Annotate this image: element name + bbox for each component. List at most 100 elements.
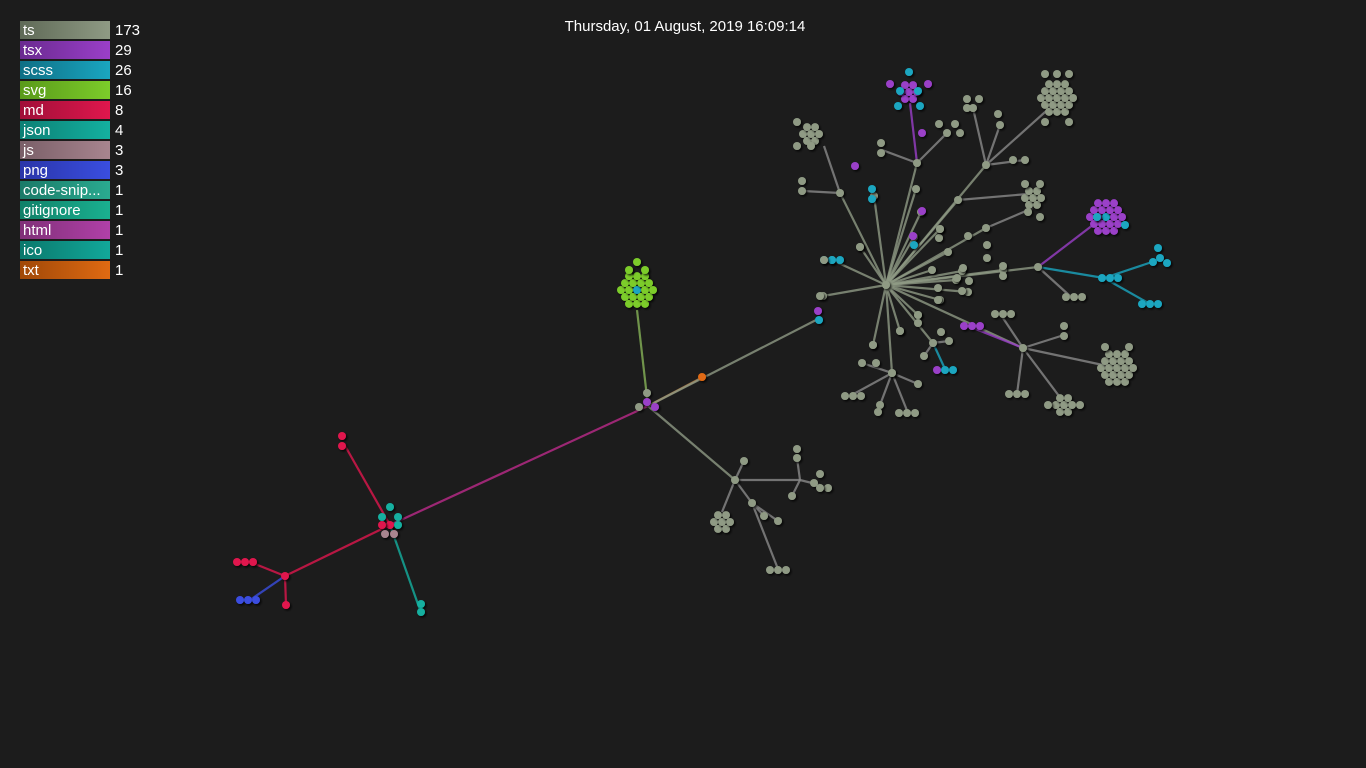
file-node[interactable] [637,279,645,288]
file-node[interactable] [949,366,957,374]
file-node[interactable] [876,401,884,409]
file-node[interactable] [1125,370,1133,379]
file-node[interactable] [1094,199,1102,208]
file-node[interactable] [1105,364,1113,372]
file-node[interactable] [793,118,801,126]
file-node[interactable] [815,316,823,324]
file-node[interactable] [1065,87,1073,96]
file-node[interactable] [916,102,924,110]
file-node[interactable] [1106,206,1114,215]
file-node[interactable] [625,266,633,274]
file-node[interactable] [803,123,811,132]
file-node[interactable] [1021,156,1029,164]
file-node[interactable] [1076,401,1084,409]
file-node[interactable] [1110,213,1118,221]
file-node[interactable] [1041,100,1049,109]
directory-node[interactable] [788,492,796,500]
file-node[interactable] [1110,226,1118,235]
file-node[interactable] [1125,343,1133,351]
file-node[interactable] [874,408,882,416]
file-node[interactable] [1121,350,1129,359]
file-node[interactable] [1098,274,1106,282]
file-node[interactable] [390,530,398,538]
file-node[interactable] [894,102,902,110]
file-node[interactable] [1060,401,1068,409]
file-node[interactable] [857,392,865,400]
directory-node[interactable] [888,369,896,377]
file-node[interactable] [1007,310,1015,318]
file-node[interactable] [1056,394,1064,403]
file-node[interactable] [1154,300,1162,308]
file-node[interactable] [951,120,959,128]
file-node[interactable] [909,81,917,90]
file-node[interactable] [1156,254,1164,262]
file-node[interactable] [1098,219,1106,228]
file-node[interactable] [641,272,649,281]
file-node[interactable] [901,81,909,90]
file-node[interactable] [718,518,726,526]
file-node[interactable] [417,608,425,616]
file-node[interactable] [252,596,260,604]
file-node[interactable] [1053,70,1061,78]
file-node[interactable] [236,596,244,604]
file-node[interactable] [698,373,706,381]
file-node[interactable] [983,254,991,262]
file-node[interactable] [1098,206,1106,215]
file-node[interactable] [241,558,249,566]
directory-node[interactable] [1019,344,1027,352]
file-node[interactable] [1114,219,1122,228]
file-node[interactable] [1106,274,1114,282]
file-node[interactable] [1057,100,1065,109]
file-node[interactable] [766,566,774,574]
file-node[interactable] [617,286,625,294]
file-node[interactable] [1097,364,1105,372]
directory-node[interactable] [748,499,756,507]
file-node[interactable] [905,68,913,76]
directory-node[interactable] [964,288,972,296]
file-node[interactable] [1138,300,1146,308]
file-node[interactable] [983,241,991,249]
file-node[interactable] [851,162,859,170]
file-node[interactable] [1041,87,1049,96]
file-node[interactable] [1053,94,1061,102]
file-node[interactable] [1033,200,1041,209]
file-node[interactable] [1113,364,1121,372]
file-node[interactable] [905,88,913,96]
file-node[interactable] [625,272,633,281]
file-node[interactable] [1045,94,1053,102]
file-node[interactable] [920,352,928,360]
file-node[interactable] [722,524,730,533]
file-node[interactable] [1154,244,1162,252]
file-node[interactable] [282,601,290,609]
file-node[interactable] [1121,221,1129,229]
file-node[interactable] [969,104,977,112]
file-node[interactable] [1049,87,1057,96]
file-node[interactable] [1009,156,1017,164]
file-node[interactable] [1113,377,1121,386]
file-node[interactable] [417,600,425,608]
file-node[interactable] [1005,390,1013,398]
file-node[interactable] [1036,213,1044,221]
file-node[interactable] [1101,370,1109,379]
file-node[interactable] [935,120,943,128]
file-node[interactable] [872,359,880,367]
file-node[interactable] [958,287,966,295]
directory-node[interactable] [929,339,937,347]
directory-node[interactable] [944,248,952,256]
file-node[interactable] [1117,370,1125,379]
file-node[interactable] [1057,87,1065,96]
file-node[interactable] [1109,370,1117,379]
file-node[interactable] [924,80,932,88]
file-node[interactable] [959,264,967,272]
file-node[interactable] [1114,274,1122,282]
file-node[interactable] [1069,94,1077,102]
file-node[interactable] [378,521,386,529]
file-node[interactable] [386,503,394,511]
file-node[interactable] [1090,206,1098,215]
file-node[interactable] [621,292,629,301]
file-node[interactable] [895,409,903,417]
file-node[interactable] [816,292,824,300]
file-node[interactable] [1065,70,1073,78]
file-node[interactable] [782,566,790,574]
